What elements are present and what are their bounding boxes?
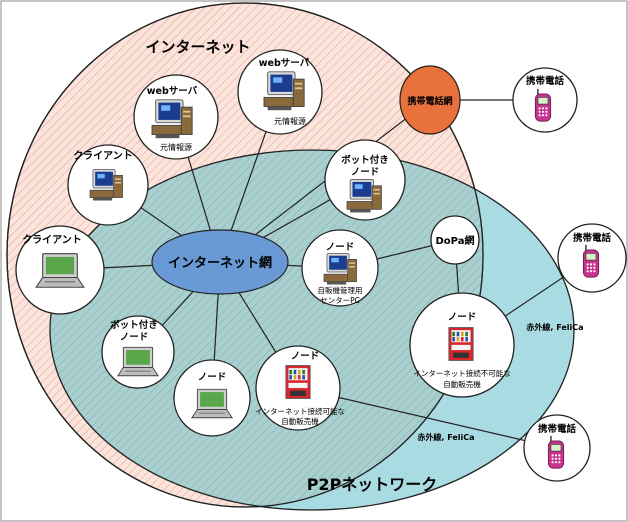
client-node-1: クライアント (67, 144, 149, 226)
client-1-label: クライアント (73, 150, 133, 162)
web-server-1-label: webサーバ (147, 85, 198, 97)
vending-machine-icon (285, 365, 311, 399)
client-2-label: クライアント (22, 234, 82, 246)
node-vending-ok-label: ノード (291, 351, 320, 362)
internet-network-label: インターネット網 (168, 255, 272, 271)
mobile-phone-node-3: 携帯電話 (523, 414, 591, 482)
laptop-icon (35, 253, 85, 288)
bot-node-2-label: ボット付き (110, 319, 158, 331)
vending-machine-icon (448, 327, 474, 361)
phone-1-label: 携帯電話 (526, 75, 565, 87)
web-server-node-2: webサーバ 元情報源 (237, 49, 323, 135)
mobile-phone-node-1: 携帯電話 (512, 67, 578, 133)
mobile-network-label: 携帯電話網 (407, 95, 452, 107)
web-server-2-label: webサーバ (259, 57, 310, 69)
ir-felica-label-1: 赤外線, FeliCa (526, 322, 583, 332)
node-vending-ng-caption: インターネット接続不可能な (413, 368, 511, 378)
laptop-icon (191, 388, 233, 419)
dopa-network-hub (430, 215, 480, 265)
web-server-node-1: webサーバ 元情報源 (133, 74, 219, 160)
mobile-phone-node-2: 携帯電話 (557, 223, 627, 293)
ir-felica-label-2: 赤外線, FeliCa (417, 432, 474, 442)
web-server-1-caption: 元情報源 (160, 142, 192, 152)
node-vending-online: ノード インターネット接続可能な 自動販売機 (255, 345, 345, 431)
bot-node-1: ボット付き ノード (324, 139, 406, 221)
node-vending-ng-caption2: 自動販売機 (443, 379, 481, 389)
bot-node-1-label: ボット付き (341, 154, 389, 166)
mobile-network-hub (399, 65, 461, 135)
node-pc-caption: 自販機管理用 (318, 285, 363, 295)
laptop-icon (117, 346, 159, 377)
node-pc-caption2: センターPC (320, 296, 360, 305)
node-vending-ng-label: ノード (448, 312, 477, 323)
bot-node-2-label2: ノード (120, 332, 149, 343)
phone-3-label: 携帯電話 (538, 423, 577, 435)
web-server-2-caption: 元情報源 (274, 116, 306, 126)
bot-node-2: ボット付き ノード (101, 315, 175, 389)
bot-node-1-label2: ノード (351, 167, 380, 178)
node-vending-ok-caption: インターネット接続可能な (255, 406, 345, 416)
p2p-region-label: P2Pネットワーク (307, 475, 438, 494)
dopa-network-label: DoPa網 (436, 234, 475, 247)
node-vending-offline: ノード インターネット接続不可能な 自動販売機 (409, 292, 515, 398)
node-laptop: ノード (173, 359, 251, 437)
client-node-2: クライアント (15, 225, 105, 315)
node-pc-label: ノード (326, 242, 355, 253)
internet-network-hub (151, 229, 289, 295)
phone-2-label: 携帯電話 (573, 232, 612, 244)
node-laptop-label: ノード (198, 372, 227, 383)
node-center-pc: ノード 自販機管理用 センターPC (301, 229, 379, 307)
node-vending-ok-caption2: 自動販売機 (281, 416, 319, 426)
internet-region-label: インターネット (145, 38, 250, 56)
